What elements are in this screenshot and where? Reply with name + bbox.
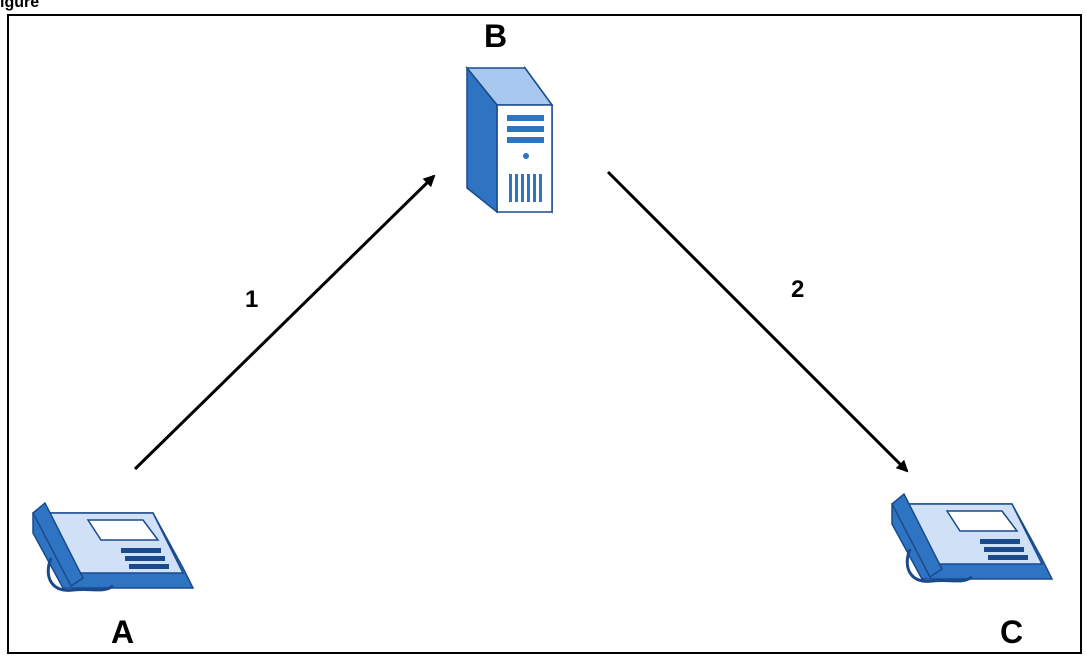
- phone-icon: [891, 492, 1054, 583]
- node-label-c: C: [1000, 614, 1024, 650]
- node-label-a: A: [111, 614, 135, 650]
- diagram-frame: B A C 1 2: [7, 14, 1082, 654]
- node-label-b: B: [484, 18, 508, 54]
- phone-icon: [32, 501, 195, 592]
- diagram-canvas: [32, 65, 1054, 592]
- arrow-a-to-b: [133, 174, 436, 471]
- edge-label-1: 1: [245, 286, 259, 313]
- figure-caption: igure: [0, 0, 40, 11]
- edge-label-2: 2: [791, 276, 805, 303]
- arrow-b-to-c: [606, 170, 909, 473]
- server-icon: [465, 65, 554, 214]
